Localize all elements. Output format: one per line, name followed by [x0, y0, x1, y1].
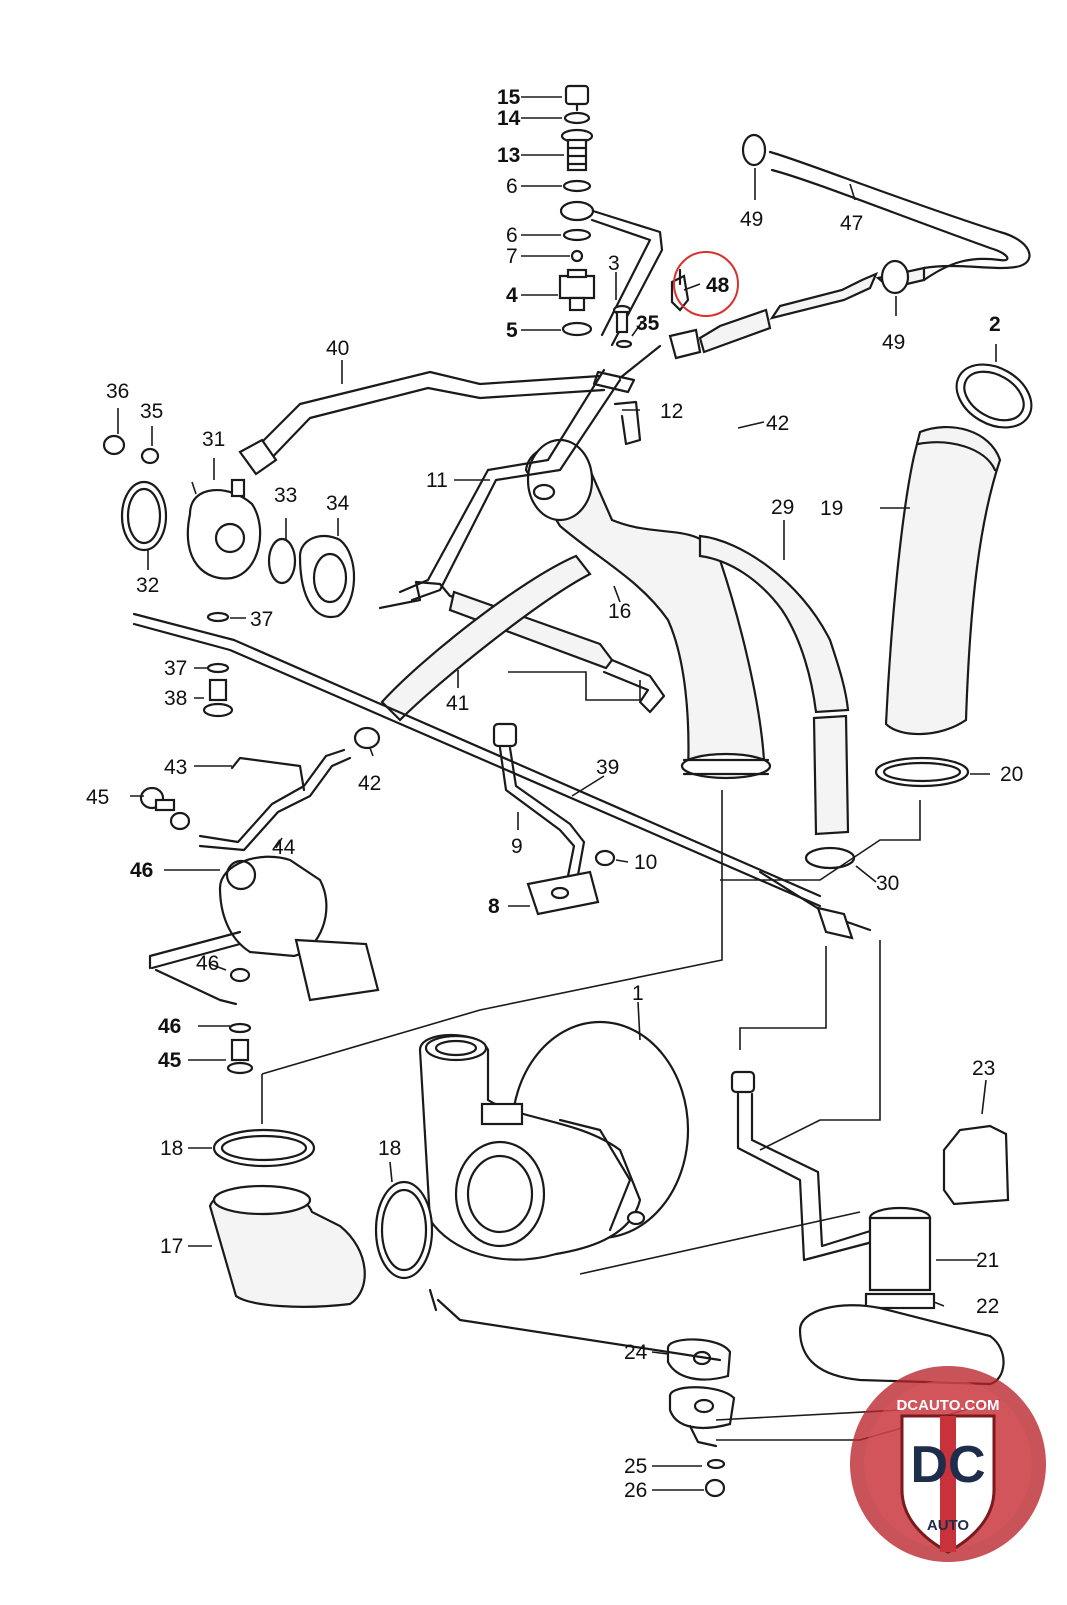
- gaskets-24-fasteners: [428, 1288, 736, 1498]
- elbow-17-assembly: [208, 1128, 434, 1308]
- callout-9: 9: [511, 835, 523, 858]
- callout-46: 46: [130, 859, 153, 882]
- callout-48: 48: [706, 274, 730, 297]
- callout-40: 40: [326, 337, 349, 360]
- callout-8: 8: [488, 895, 500, 918]
- callout-30: 30: [876, 872, 899, 895]
- callout-46: 46: [158, 1015, 181, 1038]
- line-39: [132, 611, 872, 940]
- watermark-bottom-text: AUTO: [927, 1517, 970, 1534]
- dcauto-watermark-logo: DCAUTO.COM DC AUTO: [850, 1366, 1046, 1562]
- callout-2: 2: [989, 313, 1001, 336]
- callout-37: 37: [164, 657, 187, 680]
- callout-5: 5: [506, 319, 518, 342]
- callout-33: 33: [274, 484, 297, 507]
- callout-25: 25: [624, 1455, 647, 1478]
- intake-pipe-16: [524, 438, 772, 780]
- callout-37: 37: [250, 608, 273, 631]
- callout-34: 34: [326, 492, 350, 515]
- callout-4: 4: [506, 284, 518, 307]
- turbocharger-1: [418, 1020, 690, 1261]
- callout-36: 36: [106, 380, 129, 403]
- callout-39: 39: [596, 756, 619, 779]
- callout-6: 6: [506, 175, 518, 198]
- pump-31-assembly: [102, 434, 356, 619]
- callout-31: 31: [202, 428, 225, 451]
- banjo-bolt-stack: [558, 84, 664, 347]
- callout-26: 26: [624, 1479, 647, 1502]
- callout-45: 45: [86, 786, 109, 809]
- callout-11: 11: [426, 469, 448, 492]
- callout-21: 21: [976, 1249, 999, 1272]
- callout-12: 12: [660, 400, 683, 423]
- oil-lines: [238, 368, 666, 750]
- callout-45: 45: [158, 1049, 182, 1072]
- callout-18: 18: [378, 1137, 401, 1160]
- callout-47: 47: [840, 212, 863, 235]
- callout-7: 7: [506, 245, 518, 268]
- callout-29: 29: [771, 496, 794, 519]
- watermark-top-text: DCAUTO.COM: [896, 1397, 999, 1414]
- callout-6: 6: [506, 224, 518, 247]
- sensor-48: [670, 268, 690, 312]
- callout-15: 15: [497, 86, 521, 109]
- oil-tank-21-assembly: [730, 1070, 1010, 1386]
- callout-17: 17: [160, 1235, 183, 1258]
- callout-20: 20: [1000, 763, 1023, 786]
- callout-labels: 15 14 13 6 6 7 4 5 3 35 48 49 47 49 2 40…: [86, 86, 1023, 1502]
- callout-35: 35: [140, 400, 163, 423]
- callout-44: 44: [272, 836, 296, 859]
- callout-leaders: [117, 96, 997, 1491]
- duct-19-assembly: [874, 363, 1033, 788]
- highlight-ring-48: [673, 251, 739, 317]
- callout-23: 23: [972, 1057, 995, 1080]
- part-drawings: [102, 84, 1033, 1498]
- callout-3: 3: [608, 252, 620, 275]
- callout-16: 16: [608, 600, 631, 623]
- callout-42: 42: [358, 772, 381, 795]
- callout-38: 38: [164, 687, 187, 710]
- hose-29: [698, 534, 856, 870]
- pipe-9-flange-8: [492, 722, 616, 916]
- callout-10: 10: [634, 851, 657, 874]
- callout-24: 24: [624, 1341, 648, 1364]
- callout-22: 22: [976, 1295, 999, 1318]
- valve-44-assembly: [139, 748, 380, 1075]
- callout-41: 41: [446, 692, 469, 715]
- callout-42: 42: [766, 412, 789, 435]
- watermark-mark: DC: [910, 1436, 985, 1494]
- callout-49: 49: [882, 331, 905, 354]
- callout-19: 19: [820, 497, 843, 520]
- callout-43: 43: [164, 756, 187, 779]
- callout-46: 46: [196, 952, 219, 975]
- callout-13: 13: [497, 144, 520, 167]
- callout-18: 18: [160, 1137, 183, 1160]
- callout-14: 14: [497, 107, 521, 130]
- callout-35: 35: [636, 312, 660, 335]
- callout-32: 32: [136, 574, 159, 597]
- callout-49: 49: [740, 208, 763, 231]
- callout-1: 1: [632, 982, 644, 1005]
- hose-47-assembly: [618, 133, 1031, 380]
